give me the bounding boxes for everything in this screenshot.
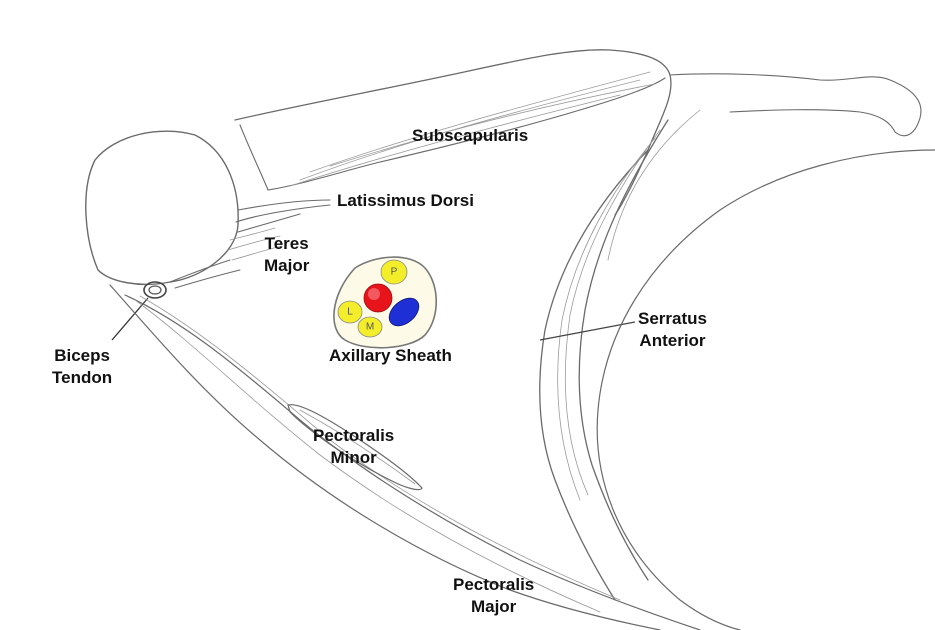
medial-cord-letter: M: [366, 322, 374, 333]
serratus-anterior-leader: [539, 321, 636, 341]
label-pectoralis-major: Pectoralis Major: [453, 575, 535, 616]
label-subscapularis: Subscapularis: [412, 126, 529, 145]
label-serratus-anterior: Serratus Anterior: [638, 309, 707, 350]
label-pectoralis-minor: Pectoralis Minor: [313, 426, 395, 467]
label-latissimus-dorsi: Latissimus Dorsi: [337, 191, 474, 210]
posterior-cord-circle: [380, 259, 408, 285]
axillary-sheath: P L M: [333, 256, 437, 349]
pectoralis-major-lower: [124, 294, 701, 630]
scapula-spine-right: [669, 73, 922, 137]
pectoralis-major-upper: [109, 284, 661, 630]
thoracic-wall-outer: [607, 109, 701, 261]
serratus-anterior-outer: [539, 149, 649, 601]
serratus-anterior-inner: [578, 119, 669, 581]
label-axillary-sheath: Axillary Sheath: [329, 346, 452, 365]
serratus-anterior-fibers: [557, 129, 661, 501]
lat-teres-to-humerus: [169, 259, 241, 289]
biceps-tendon-ring: [143, 281, 167, 299]
label-biceps-tendon: Biceps Tendon: [52, 346, 113, 387]
pectoralis-major-fibers: [134, 295, 621, 613]
subscapularis-fibers: [289, 71, 656, 187]
thoracic-wall: [596, 149, 935, 630]
medial-cord-circle: [357, 316, 383, 338]
lateral-cord-letter: L: [347, 307, 353, 318]
subscapularis-inner: [239, 77, 666, 191]
teres-major-bundle: [227, 227, 283, 261]
posterior-cord-letter: P: [391, 267, 398, 278]
axillary-artery-highlight: [368, 288, 380, 300]
lateral-cord-circle: [337, 300, 363, 324]
latissimus-dorsi-bundle: [235, 199, 331, 233]
pectoralis-minor-fibers: [299, 409, 416, 485]
label-teres-major: Teres Major: [264, 234, 310, 275]
humeral-head: [85, 130, 239, 285]
pectoralis-minor-shape: [287, 404, 423, 491]
axillary-vein: [388, 297, 420, 327]
